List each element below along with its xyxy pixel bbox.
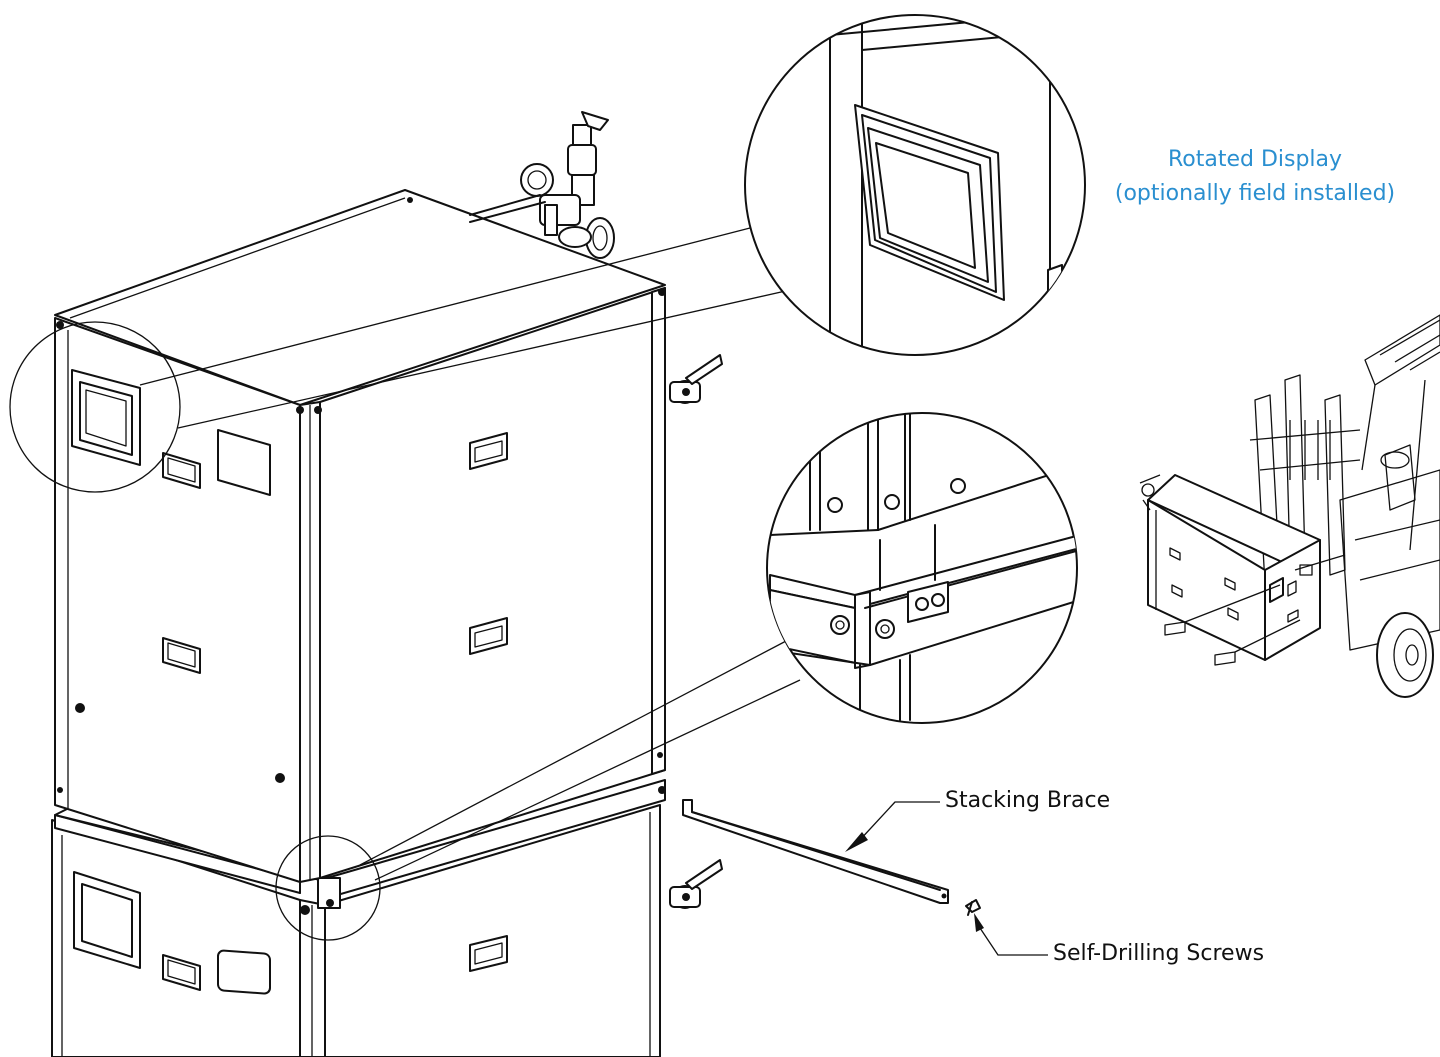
top-unit <box>54 189 666 883</box>
detail-circle-brace-source <box>275 639 801 941</box>
stacking-brace-label: Stacking Brace <box>945 788 1111 813</box>
rotated-display-title: Rotated Display <box>1167 147 1343 172</box>
detail-circle-display <box>744 14 1086 356</box>
leader-stacking-brace <box>845 801 940 852</box>
side-valve-bottom <box>669 859 723 909</box>
relief-valve-assembly <box>469 111 615 259</box>
self-drilling-screws-label: Self-Drilling Screws <box>1053 941 1265 966</box>
leader-screws <box>974 913 1048 956</box>
forklift-illustration <box>1139 314 1440 698</box>
bottom-unit <box>51 804 661 1057</box>
rotated-display-callout: Rotated Display (optionally field instal… <box>1095 143 1415 211</box>
detail-circle-brace <box>766 412 1078 724</box>
rotated-display-note: (optionally field installed) <box>1114 181 1396 206</box>
side-valve-top <box>669 354 723 404</box>
screw-part <box>965 899 981 916</box>
detail-circle-display-source <box>9 227 791 493</box>
stacking-brace-part <box>682 799 949 904</box>
